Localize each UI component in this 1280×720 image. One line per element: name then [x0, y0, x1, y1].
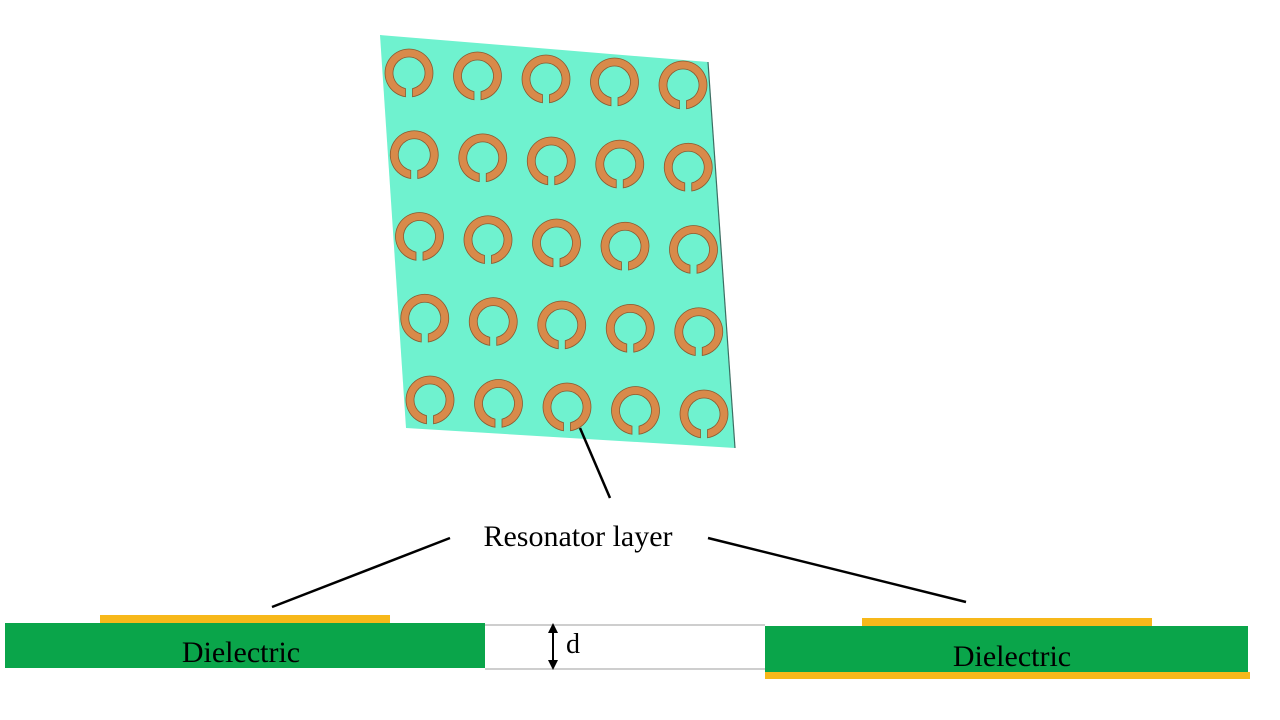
split-ring-resonator — [474, 379, 523, 428]
gap-label: d — [566, 629, 580, 660]
split-ring-resonator — [400, 293, 450, 343]
leader-line-left — [271, 536, 451, 609]
resonator-strip-left — [100, 615, 390, 623]
split-ring-resonator — [595, 139, 645, 189]
dielectric-block-right — [765, 626, 1248, 672]
split-ring-resonator — [674, 307, 724, 356]
split-ring-resonator — [605, 303, 655, 353]
split-ring-resonator — [405, 375, 455, 425]
split-ring-resonator — [590, 57, 639, 107]
dielectric-label-left: Dielectric — [182, 636, 300, 669]
split-ring-resonator-array — [384, 48, 729, 439]
substrate-edge — [707, 61, 736, 449]
split-ring-resonator — [611, 386, 660, 435]
split-ring-resonator — [526, 136, 576, 186]
split-ring-resonator — [537, 300, 587, 350]
dielectric-block-left — [5, 623, 485, 668]
resonator-layer-label: Resonator layer — [483, 520, 672, 553]
split-ring-resonator — [395, 212, 444, 261]
split-ring-resonator — [453, 51, 502, 101]
leader-line-right — [707, 536, 967, 604]
split-ring-resonator — [463, 215, 513, 264]
split-ring-resonator — [458, 133, 508, 183]
gap-arrow-head-down — [548, 660, 558, 670]
dielectric-label-right: Dielectric — [953, 640, 1071, 673]
split-ring-resonator — [542, 382, 592, 432]
split-ring-resonator — [468, 297, 518, 346]
split-ring-resonator — [669, 225, 718, 274]
split-ring-resonator — [389, 130, 439, 179]
leader-line-array — [578, 427, 612, 499]
resonator-strip-right — [862, 618, 1152, 626]
split-ring-resonator — [600, 221, 650, 271]
split-ring-resonator — [521, 54, 571, 104]
split-ring-resonator — [384, 48, 434, 98]
split-ring-resonator — [532, 218, 581, 268]
ground-strip-right — [765, 672, 1250, 679]
split-ring-resonator — [679, 389, 729, 439]
gap-arrow-head-up — [548, 623, 558, 633]
split-ring-resonator — [663, 142, 713, 192]
split-ring-resonator — [658, 60, 708, 110]
